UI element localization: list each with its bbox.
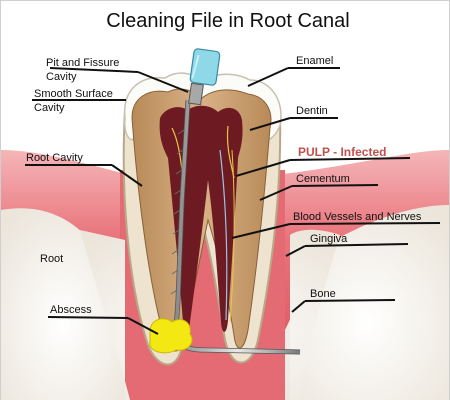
label-smooth-surface-line1: Smooth Surface <box>34 88 113 100</box>
diagram-title: Cleaning File in Root Canal <box>106 10 349 32</box>
label-cementum: Cementum <box>296 173 350 185</box>
leader-abscess-h <box>47 316 129 319</box>
label-root-cavity: Root Cavity <box>26 152 83 164</box>
leader-cementum-h <box>291 184 379 187</box>
label-pit-fissure-line1: Pit and Fissure <box>46 57 119 69</box>
leader-dentin <box>249 117 291 131</box>
leader-bone-h <box>304 299 396 302</box>
leader-abscess <box>127 317 159 335</box>
label-pulp-infected: PULP - Infected <box>298 145 386 159</box>
nerve-strand-3 <box>229 149 235 323</box>
abscess-blob <box>149 318 193 354</box>
label-root: Root <box>40 253 63 265</box>
leader-pit-fissure-tip <box>137 71 189 93</box>
leader-enamel <box>247 67 289 87</box>
label-pit-fissure-line2: Cavity <box>46 71 77 83</box>
leader-pulp <box>235 159 291 177</box>
label-bone: Bone <box>310 288 336 300</box>
file-collar <box>188 82 204 106</box>
leader-pit-fissure <box>49 67 139 73</box>
leader-cementum <box>259 185 293 201</box>
file-flutes <box>170 129 185 295</box>
label-blood-vessels: Blood Vessels and Nerves <box>293 211 422 223</box>
leader-vessels <box>231 223 291 239</box>
label-gingiva: Gingiva <box>310 233 348 245</box>
label-abscess: Abscess <box>50 304 92 316</box>
nerve-strand-1 <box>171 127 183 171</box>
leader-vessels-h <box>289 222 441 225</box>
label-smooth-surface-line2: Cavity <box>34 102 65 114</box>
leader-gingiva-h <box>304 243 409 247</box>
leader-root-cavity <box>111 164 143 187</box>
leader-pulp-h <box>289 157 411 161</box>
leader-bone <box>291 300 306 313</box>
handle-highlight <box>191 54 200 79</box>
label-enamel: Enamel <box>296 55 333 67</box>
vessel-strand <box>219 149 228 321</box>
leader-gingiva <box>285 245 306 257</box>
leader-lines <box>25 67 441 335</box>
label-dentin: Dentin <box>296 105 328 117</box>
